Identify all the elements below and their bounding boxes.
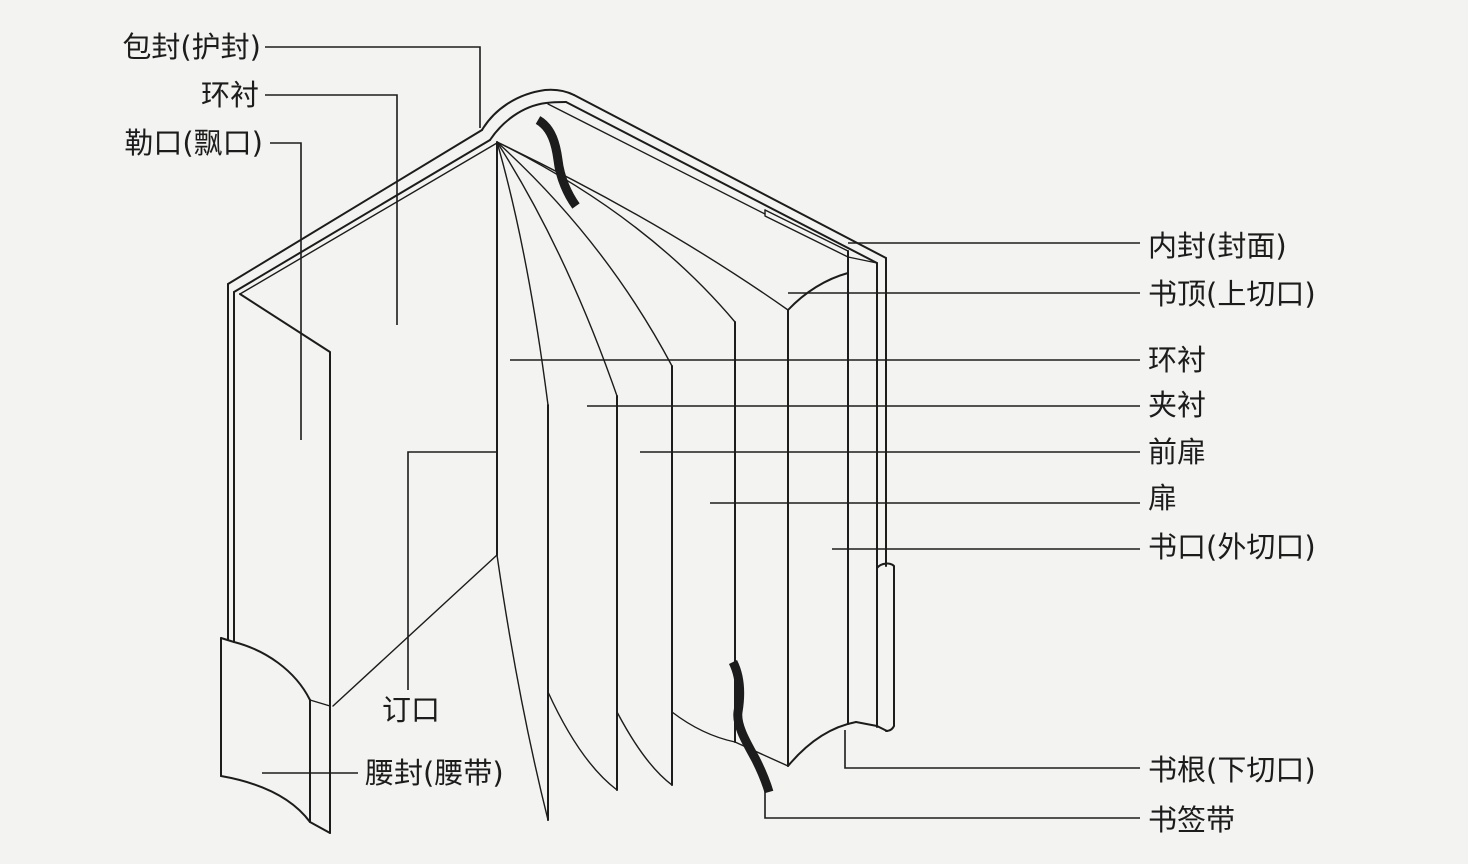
jacket-flap-edge	[239, 293, 331, 834]
page-1-top	[496, 141, 549, 406]
belly-band-top-corner	[220, 637, 235, 643]
bookmark-ribbon	[535, 116, 774, 794]
back-cover	[227, 129, 498, 834]
page-1-bottom	[496, 554, 549, 821]
text-block	[496, 141, 857, 767]
front-cover-top-edge-outer	[573, 94, 887, 259]
labels-right: 内封(封面) 书顶(上切口) 环衬 夹衬 前扉 扉 书口(外切口) 书根(下切口…	[1148, 229, 1316, 837]
labels-left: 包封(护封) 环衬 勒口(飘口) 订口 腰封(腰带)	[122, 30, 503, 790]
leader-bookmark-ribbon	[764, 790, 1140, 819]
leader-endpaper-left	[265, 94, 398, 325]
page-2-top	[496, 141, 618, 397]
label-bookmark-ribbon: 书签带	[1148, 803, 1235, 837]
label-interleaf: 夹衬	[1148, 388, 1206, 422]
label-endpaper-left: 环衬	[201, 78, 259, 112]
leader-gutter	[407, 451, 497, 690]
front-cover-top-edge-inner	[565, 101, 878, 264]
belly-band-left	[220, 637, 331, 834]
belly-band-bottom-curve	[220, 775, 311, 823]
leader-bottom-edge	[844, 730, 1140, 769]
page-3-top	[496, 141, 673, 367]
page-4-top	[496, 141, 736, 323]
belly-band-top-curve	[233, 641, 311, 701]
label-belly-band: 腰封(腰带)	[365, 756, 504, 790]
label-flap: 勒口(飘口)	[124, 126, 263, 160]
text-block-top-curve	[787, 272, 849, 311]
spine	[481, 88, 575, 141]
bookmark-ribbon-top	[535, 116, 580, 209]
front-cover	[547, 94, 895, 732]
front-cover-bottom-corner	[855, 721, 888, 732]
label-gutter: 订口	[382, 693, 440, 727]
back-cover-top-edge-inner	[233, 139, 491, 293]
front-cover-lip	[847, 256, 878, 264]
label-bottom-edge: 书根(下切口)	[1148, 753, 1316, 787]
belly-band-bottom-join	[309, 821, 331, 834]
label-title-page: 扉	[1148, 481, 1177, 515]
inner-cover-lip-bottom	[764, 209, 849, 258]
leader-dust-jacket	[265, 46, 481, 128]
endpaper-top-edge	[239, 142, 498, 295]
page-3-bottom	[616, 711, 673, 786]
inner-cover-lip-top	[764, 209, 849, 252]
fanned-pages	[496, 141, 736, 821]
text-block-bottom-curve	[787, 721, 857, 767]
page-2-bottom	[547, 691, 618, 791]
label-fore-edge: 书口(外切口)	[1148, 530, 1316, 564]
label-front-title-page: 前扉	[1148, 435, 1206, 469]
label-inner-cover: 内封(封面)	[1148, 229, 1287, 263]
gutter-diagonal	[332, 554, 498, 707]
bookmark-ribbon-bottom	[728, 659, 774, 794]
inner-cover-top-edge	[547, 103, 766, 215]
spine-inner-curve	[489, 101, 567, 141]
belly-band-right-tab	[876, 562, 895, 732]
label-endpaper-right: 环衬	[1148, 343, 1206, 377]
spine-outer-curve	[481, 88, 575, 131]
label-top-edge: 书顶(上切口)	[1148, 277, 1316, 311]
text-block-top-surface	[496, 141, 789, 311]
leader-flap	[270, 142, 302, 440]
leader-lines	[262, 46, 1140, 819]
belly-band-top-join	[309, 699, 331, 707]
label-dust-jacket: 包封(护封)	[122, 30, 261, 64]
back-cover-top-edge-outer	[227, 129, 483, 285]
page-4-bottom	[671, 711, 736, 743]
